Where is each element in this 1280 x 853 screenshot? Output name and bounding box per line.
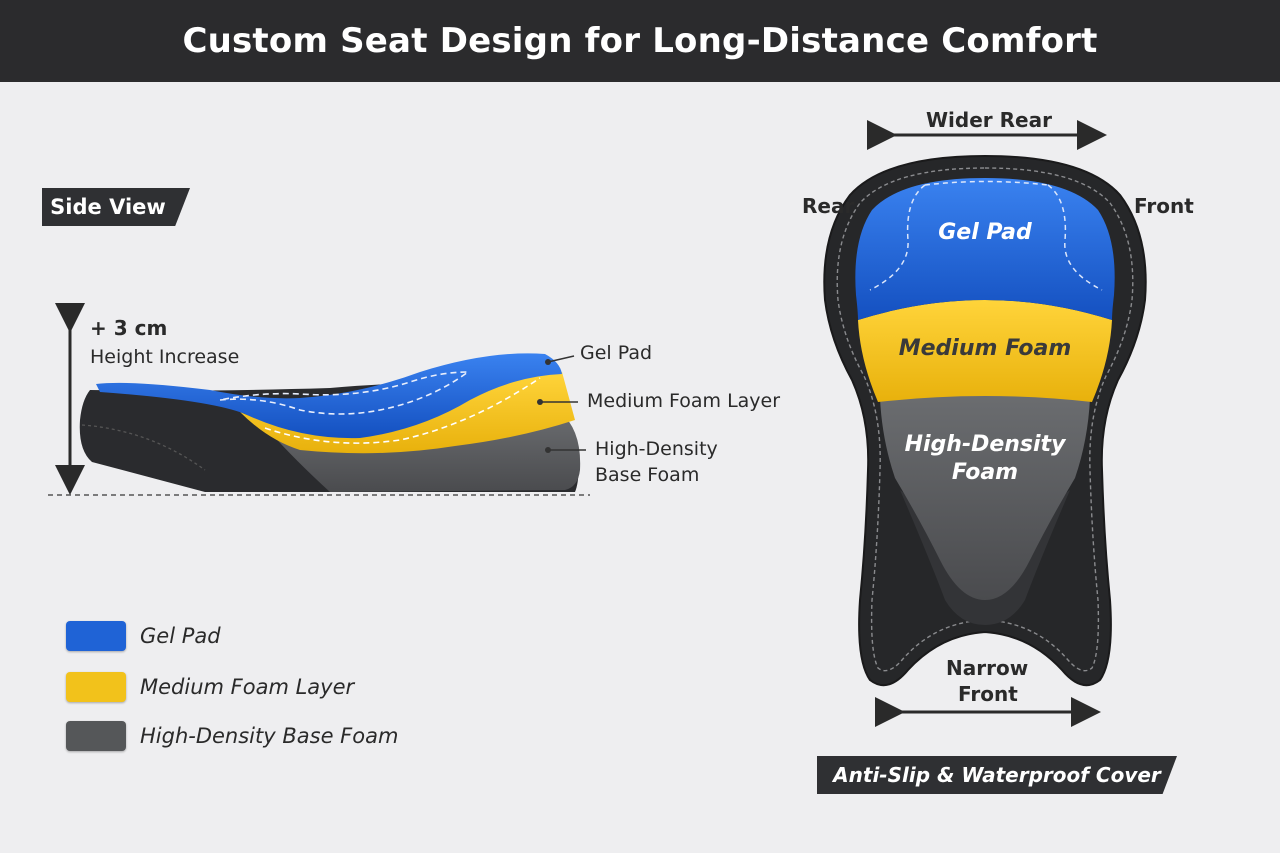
cover-tag: Anti-Slip & Waterproof Cover <box>817 756 1177 794</box>
cover-tag-label: Anti-Slip & Waterproof Cover <box>833 763 1161 787</box>
side-medium-label: Medium Foam Layer <box>587 390 781 412</box>
front-label: Front <box>1134 194 1194 218</box>
top-gel-label: Gel Pad <box>938 220 1032 245</box>
top-medium-label: Medium Foam <box>898 336 1072 361</box>
side-view-tag: Side View <box>42 188 190 226</box>
legend-item-gel: Gel Pad <box>66 621 221 651</box>
rear-label: Rear <box>802 194 855 218</box>
legend-swatch-medium <box>66 672 126 702</box>
legend-label: Medium Foam Layer <box>140 675 355 699</box>
side-seat <box>79 353 581 492</box>
side-base-label-1: High-Density <box>595 438 718 460</box>
side-gel-label: Gel Pad <box>580 342 653 364</box>
side-view-label: Side View <box>50 195 166 219</box>
callout-gel-line <box>547 355 575 363</box>
height-value: + 3 cm <box>90 316 168 340</box>
legend-label: High-Density Base Foam <box>140 724 399 748</box>
legend-item-base: High-Density Base Foam <box>66 721 398 751</box>
legend-label: Gel Pad <box>140 624 221 648</box>
wider-rear-label: Wider Rear <box>926 108 1052 132</box>
top-seat <box>823 154 1147 687</box>
narrow-label-1: Narrow <box>946 656 1029 680</box>
page-title: Custom Seat Design for Long-Distance Com… <box>182 21 1098 61</box>
top-base-label-1: High-Density <box>904 432 1066 457</box>
legend-swatch-base <box>66 721 126 751</box>
narrow-label-2: Front <box>958 682 1018 706</box>
height-label: Height Increase <box>90 346 240 368</box>
title-bar: Custom Seat Design for Long-Distance Com… <box>0 0 1280 82</box>
side-base-label-2: Base Foam <box>595 464 700 486</box>
legend-item-medium: Medium Foam Layer <box>66 672 354 702</box>
top-base-label-2: Foam <box>951 460 1019 485</box>
legend-swatch-gel <box>66 621 126 651</box>
